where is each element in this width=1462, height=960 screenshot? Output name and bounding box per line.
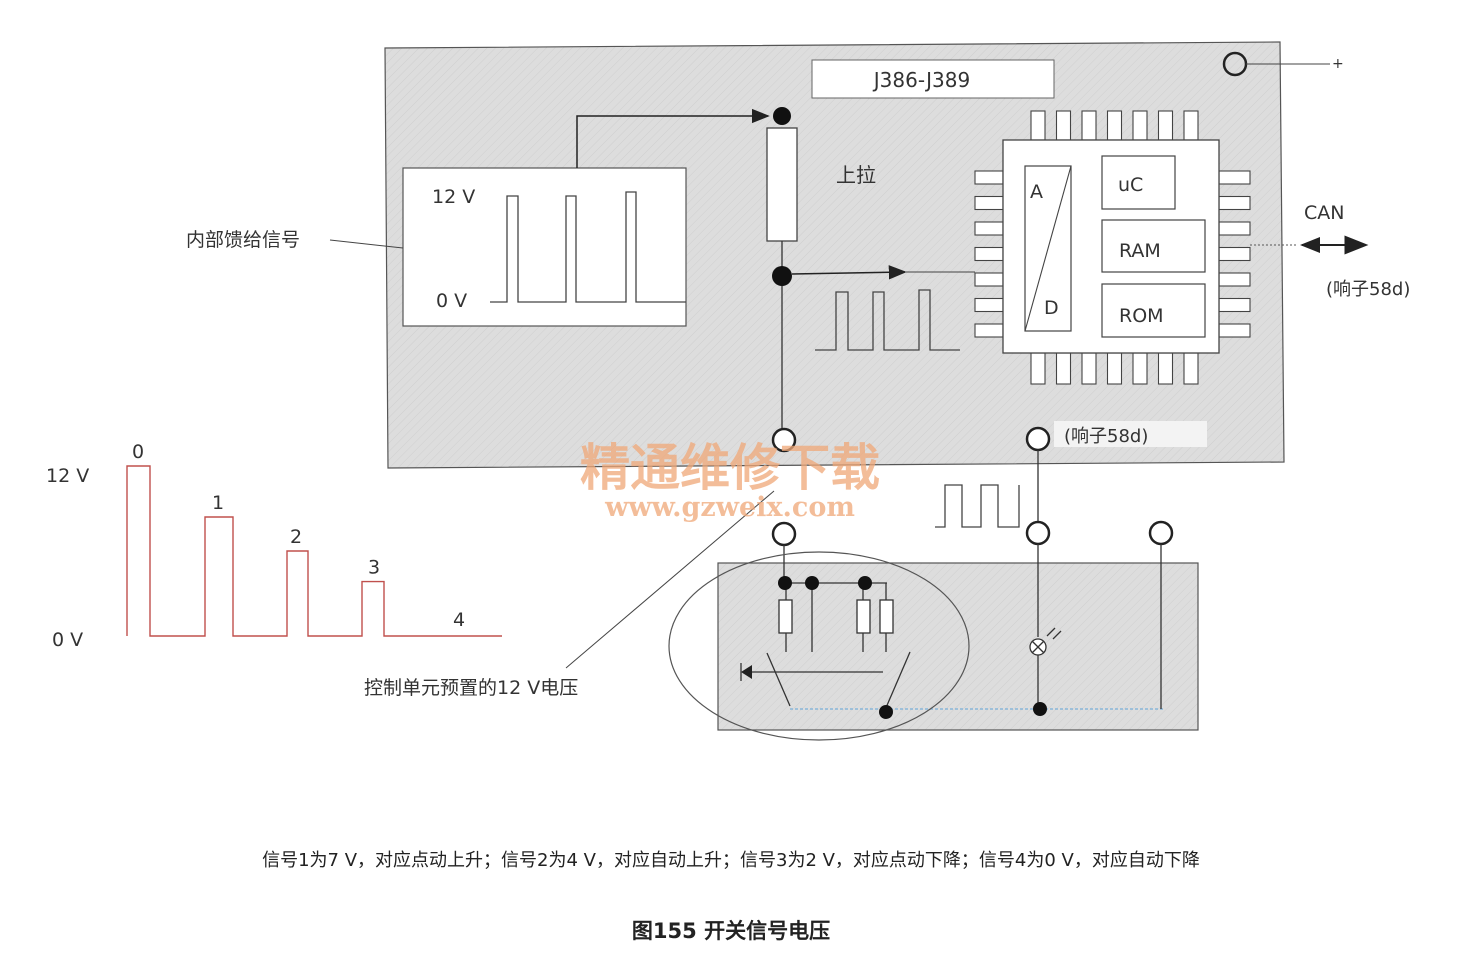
illumination-pulse-train [935, 484, 1020, 528]
can-label: CAN [1304, 202, 1344, 224]
pullup-resistor [766, 127, 798, 242]
module-label: J386-J389 [872, 68, 970, 92]
terminal-signal-out [771, 427, 797, 453]
chip-pin [1183, 110, 1199, 141]
level-step-label: 1 [212, 492, 224, 514]
level-step-label: 2 [290, 526, 302, 548]
chip-pin [1132, 352, 1148, 385]
switch-terminal-signal [771, 521, 797, 547]
chip-pin [974, 195, 1004, 211]
microcontroller-chip: A D uC RAM ROM [1002, 139, 1220, 354]
chip-pin [974, 323, 1004, 338]
plus-label: + [1332, 56, 1344, 72]
uc-label: uC [1118, 174, 1143, 196]
internal-high-label: 12 V [432, 186, 475, 208]
level-step-label: 3 [368, 557, 380, 579]
pullup-top-node [773, 107, 791, 125]
switch-module-panel [717, 562, 1199, 731]
chip-pin [1157, 110, 1174, 141]
chip-pin [1218, 170, 1251, 185]
level-trace [126, 465, 502, 637]
chip-pin [1106, 110, 1123, 141]
chip-pin [1218, 246, 1251, 262]
chip-pin [1218, 297, 1251, 313]
chip-pin [1218, 195, 1251, 211]
watermark-cn: 精通维修下载 [580, 438, 880, 497]
signal-arrow [791, 265, 907, 280]
preset-voltage-leader [565, 490, 775, 669]
switch-nodes [778, 576, 1047, 719]
chip-pins [974, 110, 1251, 385]
internal-signal-box: 12 V 0 V [402, 167, 687, 327]
level-low-label: 0 V [52, 629, 83, 651]
preset-voltage-highlight [668, 551, 970, 741]
plus-terminal: + [1222, 51, 1344, 77]
watermark-url: www.gzweix.com [604, 492, 855, 523]
internal-pulse-train [490, 191, 686, 303]
switch-terminal-ground [1148, 520, 1174, 546]
adc-d-label: D [1044, 297, 1059, 319]
switch-terminal-58d [1025, 520, 1051, 546]
module-label-box: J386-J389 [811, 59, 1055, 99]
level-step-label: 0 [132, 441, 144, 463]
preset-voltage-label: 控制单元预置的12 V电压 [364, 677, 578, 699]
internal-low-label: 0 V [436, 290, 467, 312]
signal-note: 信号1为7 V，对应点动上升；信号2为4 V，对应自动上升；信号3为2 V，对应… [262, 850, 1200, 871]
figure-title: 图155 开关信号电压 [631, 919, 831, 943]
uc-block [1101, 155, 1176, 210]
chip-pin [1157, 352, 1174, 385]
rom-block [1101, 283, 1206, 338]
switch-resistor-network [740, 544, 1165, 711]
chip-pin [974, 297, 1004, 313]
chip-pin [1218, 272, 1251, 287]
signal-junction [772, 266, 792, 286]
chip-pin [974, 221, 1004, 236]
adc-a-label: A [1030, 181, 1043, 203]
chip-pin [1081, 352, 1097, 385]
chip-pin [974, 170, 1004, 185]
level-step-label: 4 [453, 609, 465, 631]
level-high-label: 12 V [46, 465, 89, 487]
chip-pin [1081, 110, 1097, 141]
feed-arrow [576, 108, 770, 168]
chip-pin [1030, 110, 1046, 141]
terminal-label-bottom: (响子58d) [1064, 426, 1148, 447]
ram-label: RAM [1119, 240, 1161, 262]
level-chart: 12 V 0 V 0 1 2 3 4 [46, 441, 502, 651]
chip-pin [1132, 110, 1148, 141]
pullup-label: 上拉 [836, 163, 876, 187]
chip-pin [1055, 352, 1072, 385]
ram-block [1101, 219, 1206, 273]
chip-pin [974, 246, 1004, 262]
chip-pin [1218, 323, 1251, 338]
chip-pin [1106, 352, 1123, 385]
watermark: 精通维修下载 www.gzweix.com [580, 438, 880, 523]
chip-pin [974, 272, 1004, 287]
rom-label: ROM [1119, 305, 1164, 327]
chip-pin [1218, 221, 1251, 236]
mid-pulse-train [815, 289, 960, 351]
chip-pin [1030, 352, 1046, 385]
terminal-label-right: (响子58d) [1326, 279, 1410, 300]
internal-signal-leader [329, 239, 404, 249]
internal-signal-label: 内部馈给信号 [186, 229, 300, 251]
chip-pin [1055, 110, 1072, 141]
chip-pin [1183, 352, 1199, 385]
terminal-58d-out [1025, 426, 1051, 452]
